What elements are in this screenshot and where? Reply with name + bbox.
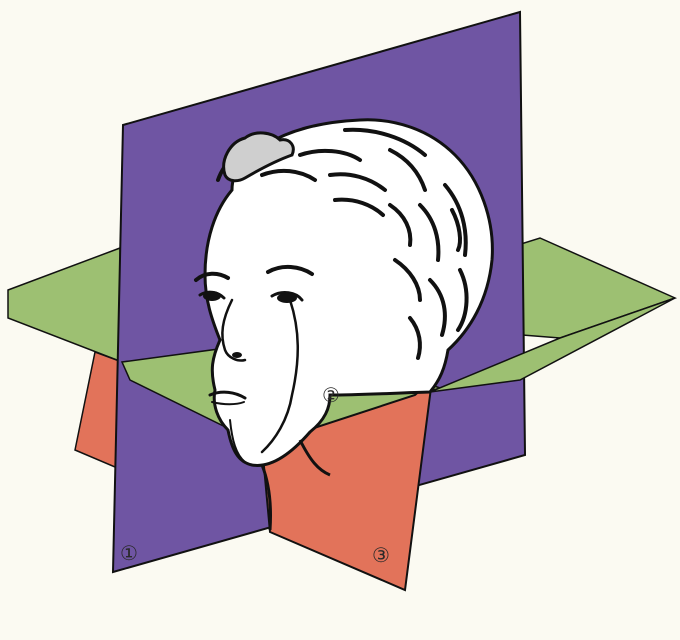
plane-2-horizontal-back	[8, 248, 122, 362]
plane-1-label: ①	[120, 541, 138, 565]
right-eye	[277, 293, 297, 303]
plane-2-label: ②	[322, 383, 340, 407]
left-eye	[203, 291, 221, 301]
nostril	[232, 352, 242, 358]
plane-3-label: ③	[372, 543, 390, 567]
